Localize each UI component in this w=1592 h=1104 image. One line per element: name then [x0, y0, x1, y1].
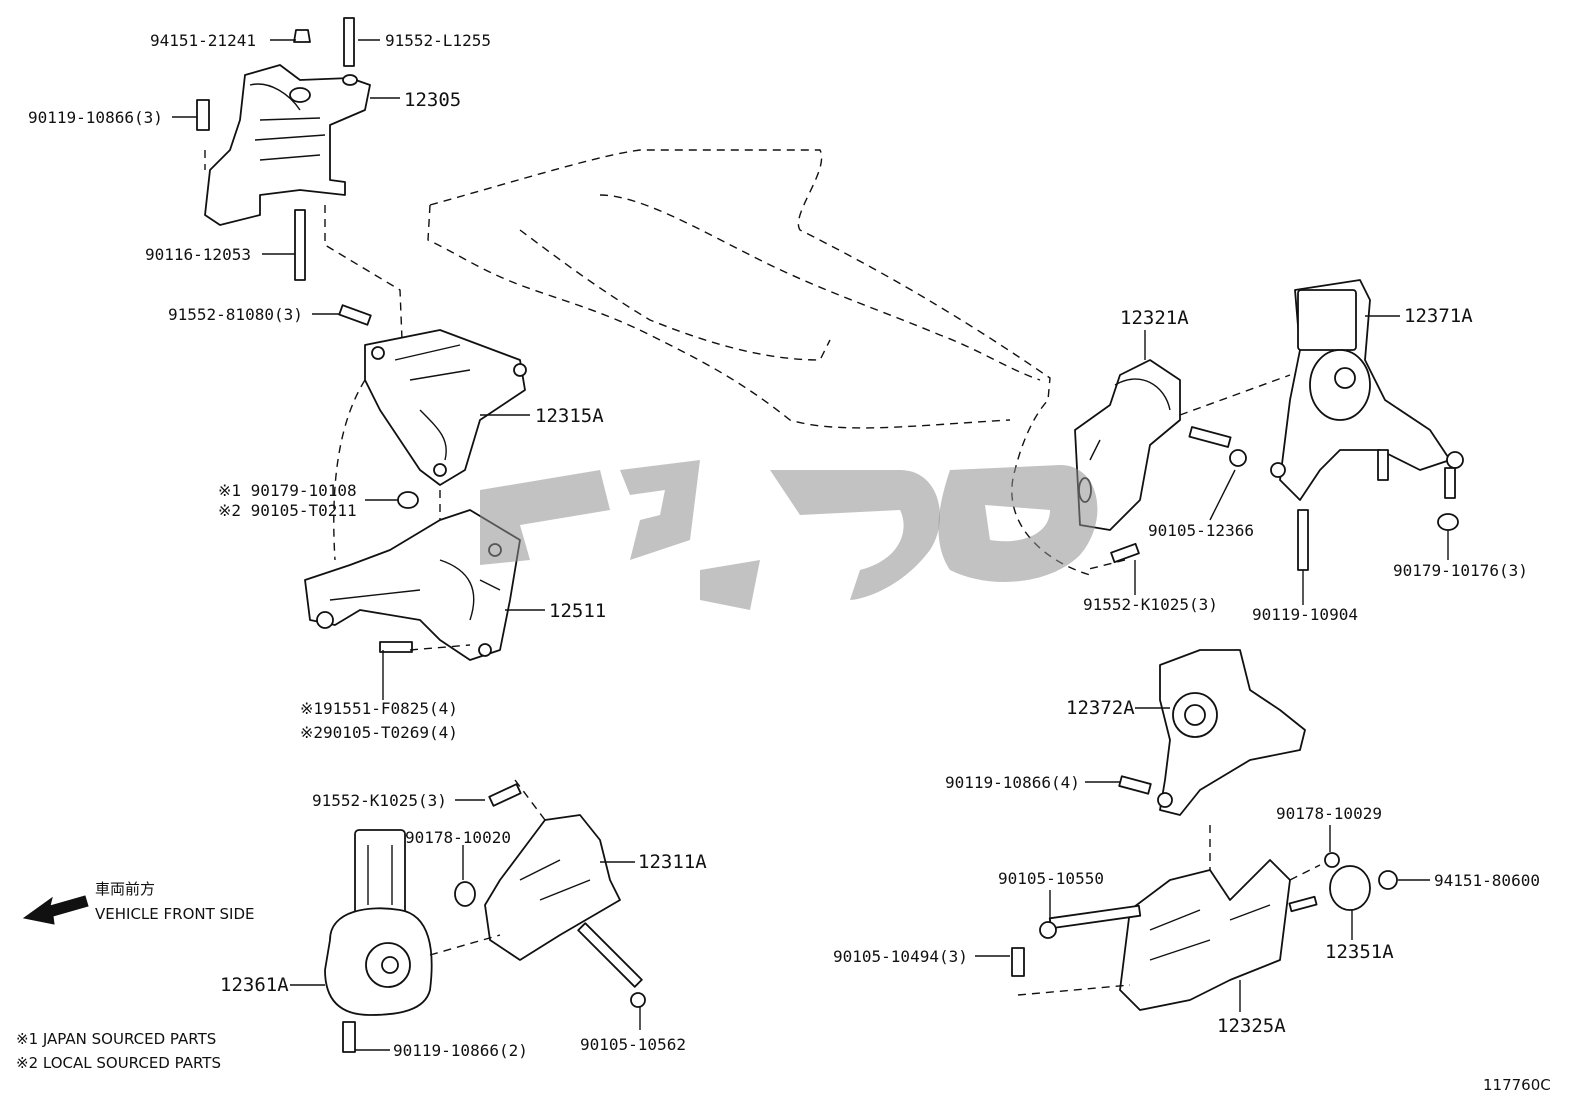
vehicle-front-indicator: 車両前方 VEHICLE FRONT SIDE: [22, 880, 255, 925]
label-12372A: 12372A: [1066, 697, 1135, 719]
label-90105-10562: 90105-10562: [580, 1035, 686, 1054]
part-12311A: [454, 783, 646, 1008]
label-90105-10550: 90105-10550: [998, 869, 1104, 888]
part-12361A: [324, 829, 433, 1053]
footnotes: ※1 JAPAN SOURCED PARTS ※2 LOCAL SOURCED …: [16, 1030, 1551, 1094]
footnote-japan-sourced: ※1 JAPAN SOURCED PARTS: [16, 1030, 216, 1048]
label-12371A: 12371A: [1404, 305, 1473, 327]
label-12351A: 12351A: [1325, 941, 1394, 963]
label-90178-10020: 90178-10020: [405, 828, 511, 847]
diagram-code: 117760C: [1483, 1076, 1551, 1094]
label-91551-F0825-4: ※191551-F0825(4): [300, 699, 458, 718]
label-12311A: 12311A: [638, 851, 707, 873]
leader-lines: [172, 39, 1449, 1051]
part-12315A: [338, 304, 527, 509]
part-12371A: [1270, 279, 1464, 571]
label-90105-10494-3: 90105-10494(3): [833, 947, 968, 966]
label-91552-81080-3: 91552-81080(3): [168, 305, 303, 324]
front-arrow-icon: [22, 895, 89, 925]
label-12511: 12511: [549, 600, 606, 622]
label-91552-K1025-3-left: 91552-K1025(3): [312, 791, 447, 810]
label-12321A: 12321A: [1120, 307, 1189, 329]
direction-label-jp: 車両前方: [95, 880, 155, 898]
connection-lines: [204, 150, 1321, 996]
watermark-logo: [480, 460, 1098, 610]
label-12325A: 12325A: [1217, 1015, 1286, 1037]
label-90119-10904: 90119-10904: [1252, 605, 1358, 624]
part-12305: [196, 17, 371, 281]
label-90105-T0269-4: ※290105-T0269(4): [300, 723, 458, 742]
part-12325A: [1011, 852, 1398, 1011]
label-12315A: 12315A: [535, 405, 604, 427]
label-12361A: 12361A: [220, 974, 289, 996]
label-91552-L1255: 91552-L1255: [385, 31, 491, 50]
label-90105-12366: 90105-12366: [1148, 521, 1254, 540]
label-90179-10108: ※1 90179-10108: [218, 481, 357, 500]
label-90116-12053: 90116-12053: [145, 245, 251, 264]
footnote-local-sourced: ※2 LOCAL SOURCED PARTS: [16, 1054, 221, 1072]
label-94151-80600: 94151-80600: [1434, 871, 1540, 890]
direction-label-en: VEHICLE FRONT SIDE: [95, 905, 255, 923]
label-90179-10176-3: 90179-10176(3): [1393, 561, 1528, 580]
label-91552-K1025-3-right: 91552-K1025(3): [1083, 595, 1218, 614]
label-12305: 12305: [404, 89, 461, 111]
label-94151-21241: 94151-21241: [150, 31, 256, 50]
label-90105-T0211: ※2 90105-T0211: [218, 501, 357, 520]
label-90119-10866-2: 90119-10866(2): [393, 1041, 528, 1060]
label-90119-10866-3: 90119-10866(3): [28, 108, 163, 127]
part-labels: 94151-21241 91552-L1255 12305 90119-1086…: [28, 31, 1540, 1060]
label-90178-10029: 90178-10029: [1276, 804, 1382, 823]
label-90119-10866-4: 90119-10866(4): [945, 773, 1080, 792]
part-12372A: [1118, 649, 1306, 816]
